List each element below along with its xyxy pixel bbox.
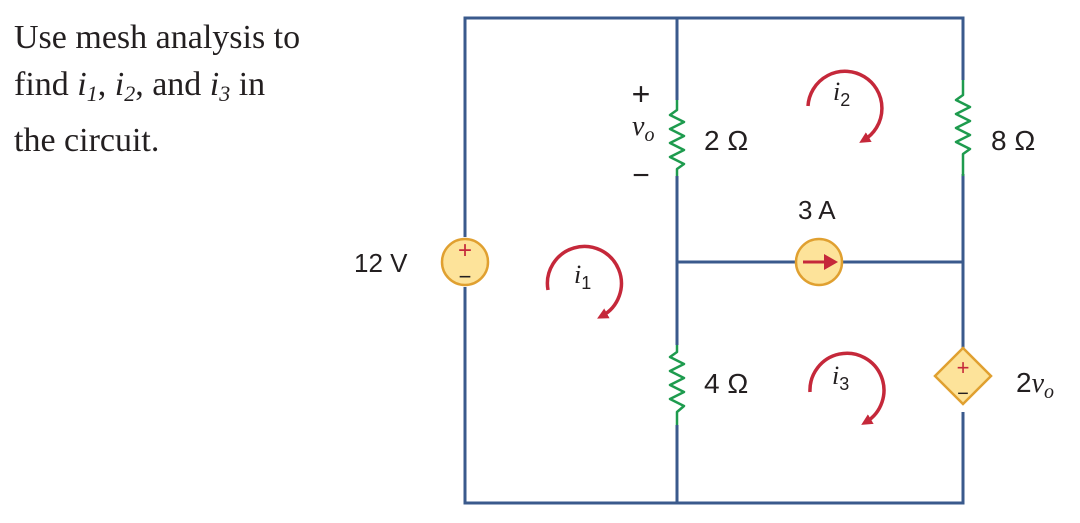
dependent-source-minus: −: [957, 383, 969, 405]
mesh-i3-arrow-icon: [808, 351, 886, 425]
voltage-source-plus: +: [458, 237, 472, 264]
sub-3: 3: [219, 81, 231, 106]
var-i: i: [209, 66, 220, 103]
resistor-2-label: 2 Ω: [704, 125, 748, 156]
voltage-source-12v: [440, 237, 490, 287]
problem-line-2: find i1, i2, and i3 in: [14, 61, 300, 117]
vo-plus: +: [632, 76, 651, 112]
dependent-voltage-source: [933, 346, 993, 406]
problem-text: in: [230, 66, 266, 103]
resistor-2-ohm: [668, 100, 686, 176]
problem-statement: Use mesh analysis to find i1, i2, and i3…: [14, 14, 300, 164]
dependent-coef: 2: [1016, 367, 1032, 398]
mesh-i1-label: i1: [574, 260, 591, 293]
dependent-var: v: [1032, 368, 1045, 399]
dependent-source-plus: +: [957, 355, 970, 380]
mesh-i2-sub: 2: [840, 90, 850, 110]
voltage-source-minus: −: [459, 264, 472, 289]
current-source-label: 3 A: [798, 195, 836, 225]
sub-1: 1: [86, 81, 98, 106]
dependent-source-label: 2vo: [1016, 367, 1054, 403]
vo-var: v: [632, 111, 645, 142]
current-source-arrowhead-icon: [824, 254, 838, 270]
vo-sub: o: [644, 124, 654, 146]
mesh-i3-sub: 3: [839, 374, 849, 394]
resistor-8-ohm: [954, 80, 972, 176]
problem-text: find: [14, 66, 78, 103]
mesh-i2-arrow-icon: [806, 69, 884, 143]
voltage-source-label: 12 V: [354, 248, 408, 278]
problem-text: ,: [97, 66, 115, 103]
var-i: i: [114, 66, 125, 103]
wires: [463, 16, 965, 505]
dependent-sub: o: [1044, 381, 1054, 403]
resistor-4-label: 4 Ω: [704, 368, 748, 399]
mesh-i2-label: i2: [833, 77, 850, 110]
var-i: i: [77, 66, 87, 103]
mesh-i1-sub: 1: [581, 273, 591, 293]
vo-label: vo: [632, 111, 654, 146]
resistor-4-ohm: [668, 345, 686, 425]
mesh-i1-arrow-icon: [545, 244, 624, 319]
sub-2: 2: [124, 81, 136, 106]
problem-line-3: the circuit.: [14, 122, 160, 159]
resistor-8-label: 8 Ω: [991, 125, 1035, 156]
vo-minus: −: [632, 159, 650, 192]
mesh-i3-label: i3: [832, 361, 849, 394]
problem-line-1: Use mesh analysis to: [14, 19, 301, 56]
mesh-i3-var: i: [832, 361, 839, 390]
problem-text: , and: [135, 66, 210, 103]
mesh-i1-var: i: [574, 260, 581, 289]
mesh-i2-var: i: [833, 77, 840, 106]
